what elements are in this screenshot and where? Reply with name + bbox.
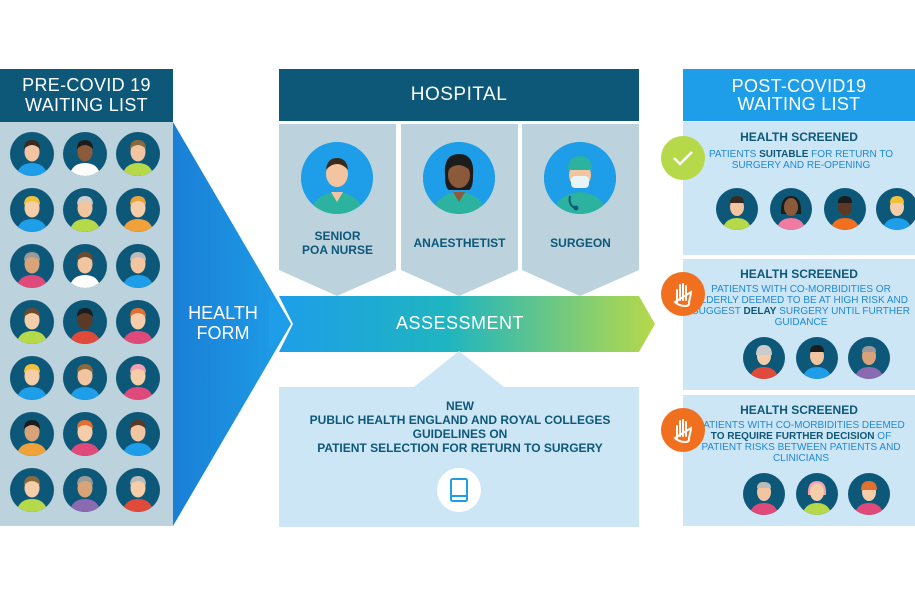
assessment-label: ASSESSMENT: [395, 313, 525, 333]
role-label-line2: POA NURSE: [302, 243, 373, 257]
patient-avatar: [876, 188, 915, 230]
patient-avatar: [796, 473, 838, 515]
patient-avatar: [743, 473, 785, 515]
panel-text-pre: PATIENTS WITH CO-MORBIDITIES DEEMED: [697, 420, 905, 431]
patient-avatar: [63, 188, 107, 232]
screening-panel-suitable: HEALTH SCREENED PATIENTS SUITABLE FOR RE…: [683, 122, 915, 255]
hospital-header: HOSPITAL: [279, 69, 639, 121]
guidelines-line4: PATIENT SELECTION FOR RETURN TO SURGERY: [317, 441, 603, 455]
patient-avatar: [63, 132, 107, 176]
post-covid-title-line2: WAITING LIST: [737, 94, 861, 114]
role-label-line1: ANAESTHETIST: [413, 236, 506, 250]
panel-text-pre: PATIENTS: [708, 149, 760, 160]
patient-avatar: [63, 356, 107, 400]
health-form-line2: FORM: [196, 323, 250, 343]
screening-panel-delay: HEALTH SCREENED PATIENTS WITH CO-MORBIDI…: [683, 259, 915, 390]
assessment-arrow: [279, 296, 655, 352]
patient-avatar: [116, 188, 160, 232]
patient-avatar: [716, 188, 758, 230]
role-label-line1: SURGEON: [550, 236, 611, 250]
guidelines-line1: NEW: [446, 399, 474, 413]
patient-avatar: [116, 468, 160, 512]
panel-text-emphasis: TO REQUIRE FURTHER DECISION: [710, 431, 875, 442]
panel-text-post: OF PATIENT RISKS BETWEEN PATIENTS AND CL…: [701, 431, 901, 464]
guidelines-text: NEW PUBLIC HEALTH ENGLAND AND ROYAL COLL…: [290, 399, 630, 455]
anaesthetist-avatar: [423, 142, 495, 214]
patient-avatar: [743, 337, 785, 379]
check-icon: [661, 136, 705, 180]
patient-avatar: [116, 300, 160, 344]
role-label-line1: SENIOR: [314, 229, 361, 243]
pre-covid-title-line2: WAITING LIST: [25, 95, 148, 115]
hand-stop-icon: [661, 408, 705, 452]
panel-text-post: SURGERY UNTIL FURTHER GUIDANCE: [774, 306, 911, 328]
patient-avatar: [848, 337, 890, 379]
panel-text-post: FOR RETURN TO SURGERY AND RE-OPENING: [731, 149, 894, 171]
panel-description: PATIENTS WITH CO-MORBIDITIES OR ELDERLY …: [691, 284, 911, 328]
patient-avatar: [63, 468, 107, 512]
panel-text-emphasis: SUITABLE: [759, 149, 809, 160]
pre-covid-title-line1: PRE-COVID 19: [22, 75, 151, 95]
patient-avatar: [63, 300, 107, 344]
guidelines-line3: GUIDELINES ON: [412, 427, 508, 441]
panel-title: HEALTH SCREENED: [740, 403, 858, 417]
patient-avatar: [116, 244, 160, 288]
post-covid-title-line1: POST-COVID19: [731, 76, 867, 96]
post-covid-waiting-list-header: POST-COVID19 WAITING LIST: [683, 69, 915, 121]
patient-avatar: [796, 337, 838, 379]
patient-avatar: [63, 244, 107, 288]
patient-avatar: [63, 412, 107, 456]
hand-stop-icon: [661, 272, 705, 316]
panel-text-pre: PATIENTS WITH CO-MORBIDITIES OR ELDERLY …: [691, 284, 908, 317]
pre-covid-waiting-list-header: PRE-COVID 19 WAITING LIST: [0, 69, 173, 122]
nurse-avatar: [301, 142, 373, 214]
patient-avatar: [116, 132, 160, 176]
health-form-label: HEALTH FORM: [178, 303, 268, 343]
patient-avatar: [10, 468, 54, 512]
patient-avatar: [10, 412, 54, 456]
panel-description: PATIENTS WITH CO-MORBIDITIES DEEMED TO R…: [691, 420, 911, 464]
health-form-line1: HEALTH: [188, 303, 258, 323]
patient-avatar: [770, 188, 812, 230]
health-form-arrow: [173, 122, 291, 526]
patient-avatar: [848, 473, 890, 515]
patient-avatar: [824, 188, 866, 230]
patient-avatar: [116, 412, 160, 456]
patient-avatar: [10, 300, 54, 344]
surgeon-avatar: [544, 142, 616, 214]
book-icon: [437, 468, 481, 512]
guidelines-box: [279, 351, 639, 527]
pre-covid-patient-panel: [0, 122, 173, 526]
guidelines-line2: PUBLIC HEALTH ENGLAND AND ROYAL COLLEGES: [309, 413, 611, 427]
patient-avatar: [10, 132, 54, 176]
panel-description: PATIENTS SUITABLE FOR RETURN TO SURGERY …: [691, 149, 911, 171]
patient-avatar: [10, 244, 54, 288]
screening-panel-further-decision: HEALTH SCREENED PATIENTS WITH CO-MORBIDI…: [683, 395, 915, 526]
patient-avatar: [116, 356, 160, 400]
patient-avatar-grid: [10, 132, 166, 512]
panel-title: HEALTH SCREENED: [740, 130, 858, 144]
panel-text-emphasis: DELAY: [743, 306, 777, 317]
patient-avatar: [10, 356, 54, 400]
patient-avatar: [10, 188, 54, 232]
panel-title: HEALTH SCREENED: [740, 267, 858, 281]
